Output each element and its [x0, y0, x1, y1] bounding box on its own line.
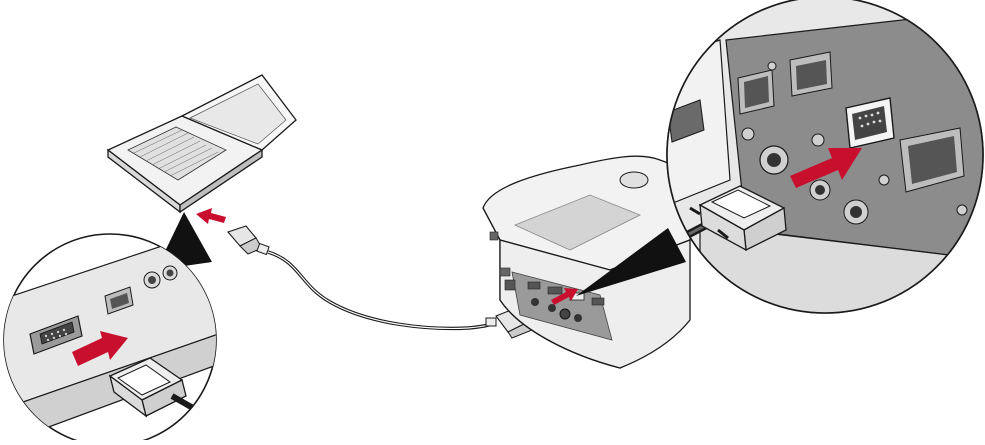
- laptop-icon: [108, 75, 296, 212]
- panel-top-port-icon: [790, 52, 832, 96]
- left-insert-arrow-icon: [196, 208, 226, 224]
- panel-dvi-port-icon: [738, 70, 774, 114]
- laptop-port-detail: [0, 234, 230, 440]
- vga-cable-icon: [268, 252, 495, 328]
- cable-connector-laptop-icon: [228, 226, 269, 254]
- projector-port-detail: [660, 0, 985, 330]
